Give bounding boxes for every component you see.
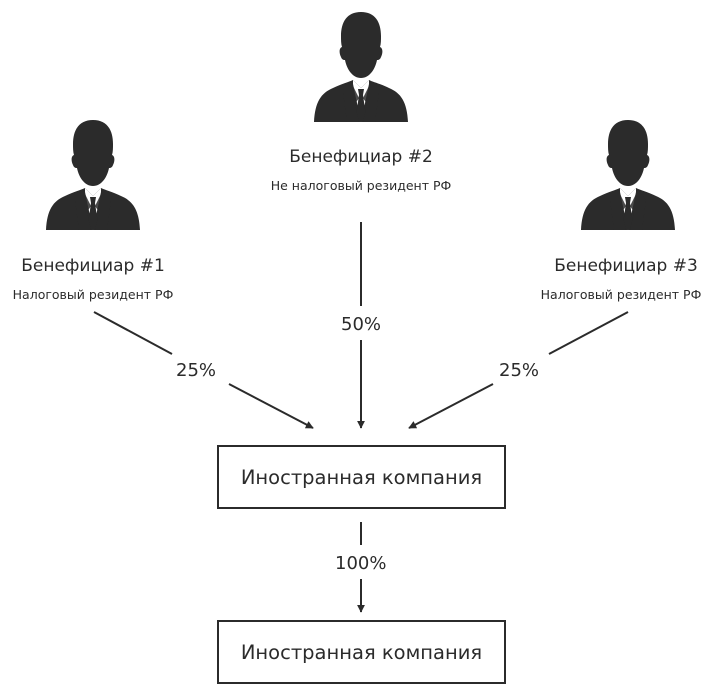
foreign-company-box-1: Иностранная компания [217,445,506,509]
arrow-b1-segment-bottom [228,383,314,429]
beneficiary-1-status: Налоговый резидент РФ [12,287,174,302]
share-company-label: 100% [335,553,387,574]
beneficiary-1-name: Бенефициар #1 [21,256,165,276]
beneficiary-2-status: Не налоговый резидент РФ [270,178,452,193]
share-b2-label: 50% [341,314,382,335]
foreign-company-label: Иностранная компания [240,640,483,664]
arrow-b3-segment-top [548,311,629,355]
beneficiary-3-name: Бенефициар #3 [554,256,698,276]
beneficiary-2-name: Бенефициар #2 [289,147,433,167]
arrow-b1-segment-top [93,311,173,355]
person-icon [45,118,141,230]
person-icon [313,10,409,122]
share-b1-label: 25% [176,360,217,381]
person-icon [580,118,676,230]
foreign-company-label: Иностранная компания [240,465,483,489]
beneficiary-3-status: Налоговый резидент РФ [540,287,702,302]
arrow-b3-segment-bottom [408,383,494,429]
foreign-company-box-2: Иностранная компания [217,620,506,684]
share-b3-label: 25% [499,360,540,381]
